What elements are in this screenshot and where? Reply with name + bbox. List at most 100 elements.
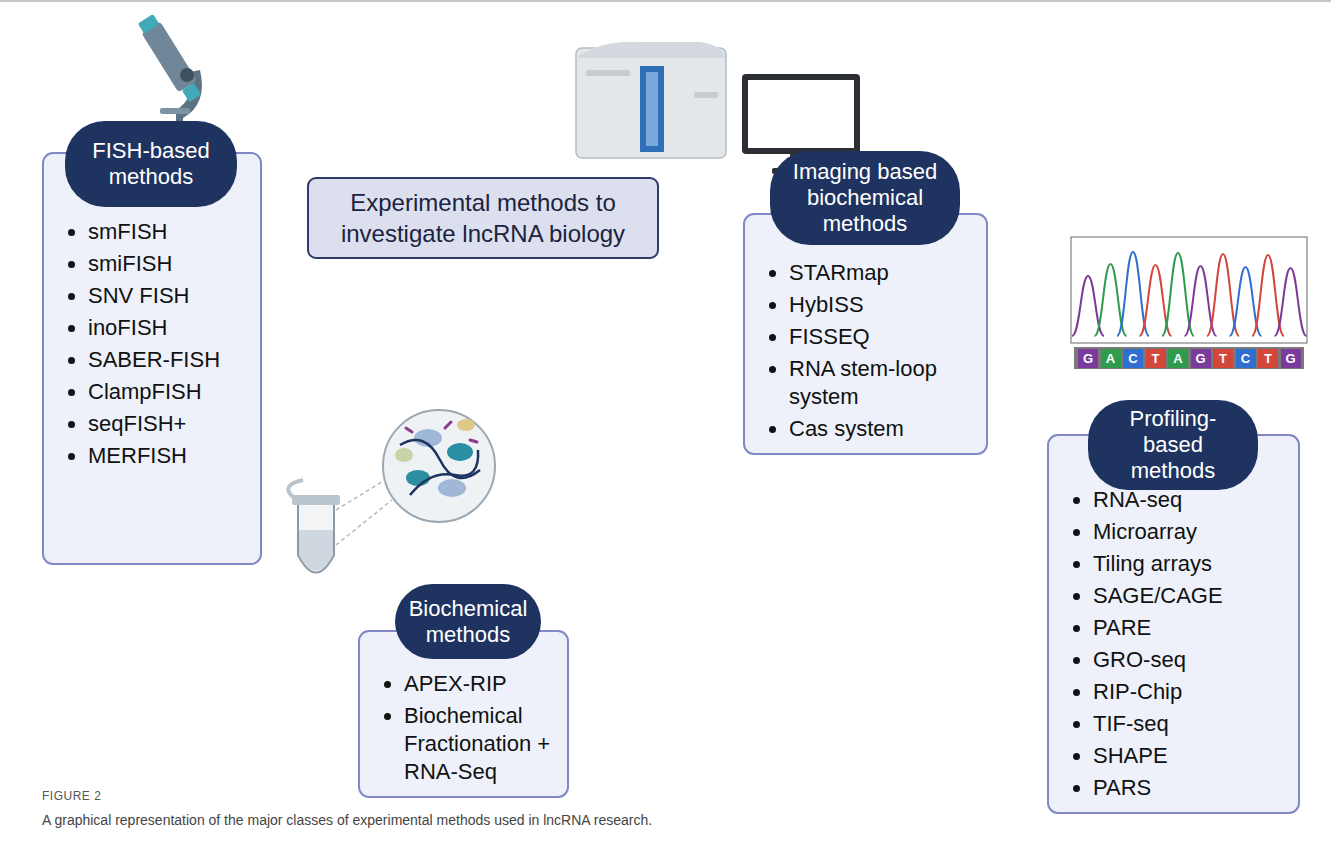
method-name: FISSEQ (789, 324, 870, 349)
chromatogram (1071, 237, 1307, 369)
sequence-base: G (1191, 349, 1211, 368)
sequence-base: A (1168, 349, 1188, 368)
method-name: PARE (1093, 615, 1151, 640)
method-name: MERFISH (88, 443, 187, 468)
bullet-dot (1073, 721, 1080, 728)
method-item: SABER-FISH (44, 346, 252, 374)
method-name: SABER-FISH (88, 347, 220, 372)
tube-illustration (288, 410, 495, 573)
method-item: Tiling arrays (1049, 550, 1290, 578)
bullet-dot (769, 302, 776, 309)
bullet-dot (68, 389, 75, 396)
method-name: SAGE/CAGE (1093, 583, 1223, 608)
method-item: RNA stem-loop system (745, 355, 978, 411)
method-name: APEX-RIP (404, 671, 507, 696)
method-item: PARE (1049, 614, 1290, 642)
method-item: APEX-RIP (360, 670, 559, 698)
bullet-dot (1073, 689, 1080, 696)
bullet-dot (769, 366, 776, 373)
sequence-base: C (1123, 349, 1143, 368)
method-item: HybISS (745, 291, 978, 319)
category-heading: Profiling-based methods (1100, 406, 1246, 484)
bullet-dot (1073, 625, 1080, 632)
bullet-dot (68, 357, 75, 364)
sequence-base: T (1213, 349, 1233, 368)
method-name: STARmap (789, 260, 889, 285)
title-box: Experimental methods to investigate lncR… (307, 177, 659, 259)
method-name: SHAPE (1093, 743, 1168, 768)
method-list: STARmapHybISS FISSEQ RNA stem-loop systemC… (745, 259, 986, 447)
method-item: Cas system (745, 415, 978, 443)
category-heading: Imaging based biochemical methods (782, 159, 948, 237)
bullet-dot (68, 261, 75, 268)
bullet-dot (1073, 529, 1080, 536)
method-name: SNV FISH (88, 283, 189, 308)
method-name: RNA stem-loop system (789, 356, 937, 409)
sequence-base: A (1101, 349, 1121, 368)
method-list-box: RNA-seqMicroarrayTiling arraysSAGE/CAGE P… (1047, 434, 1300, 814)
sequence-base: G (1078, 349, 1098, 368)
method-name: seqFISH+ (88, 411, 186, 436)
method-item: inoFISH (44, 314, 252, 342)
method-item: PARS (1049, 774, 1290, 802)
method-name: Cas system (789, 416, 904, 441)
method-name: smFISH (88, 219, 167, 244)
category-heading: Biochemical methods (407, 596, 529, 648)
method-item: STARmap (745, 259, 978, 287)
method-name: HybISS (789, 292, 864, 317)
method-item: FISSEQ (745, 323, 978, 351)
bullet-dot (384, 681, 391, 688)
method-name: Microarray (1093, 519, 1197, 544)
method-item: Biochemical Fractionation + RNA-Seq (360, 702, 559, 786)
method-name: PARS (1093, 775, 1151, 800)
method-item: SHAPE (1049, 742, 1290, 770)
method-list-box: STARmapHybISS FISSEQ RNA stem-loop systemC… (743, 213, 988, 455)
method-list: smFISH smiFISH SNV FISH inoFISH SABER-FISH Cl… (44, 218, 260, 474)
method-item: smFISH (44, 218, 252, 246)
bullet-dot (769, 270, 776, 277)
figure-number: FIGURE 2 (42, 789, 101, 803)
method-item: SNV FISH (44, 282, 252, 310)
bullet-dot (68, 229, 75, 236)
bullet-dot (769, 426, 776, 433)
bullet-dot (68, 325, 75, 332)
sequence-base: C (1236, 349, 1256, 368)
method-item: SAGE/CAGE (1049, 582, 1290, 610)
method-name: RNA-seq (1093, 487, 1182, 512)
method-item: MERFISH (44, 442, 252, 470)
bullet-dot (1073, 497, 1080, 504)
top-rule (0, 0, 1331, 2)
bullet-dot (68, 293, 75, 300)
method-list: RNA-seqMicroarrayTiling arraysSAGE/CAGE P… (1049, 486, 1298, 806)
method-name: smiFISH (88, 251, 172, 276)
method-name: TIF-seq (1093, 711, 1169, 736)
method-item: smiFISH (44, 250, 252, 278)
bullet-dot (1073, 561, 1080, 568)
method-name: Biochemical Fractionation + RNA-Seq (404, 703, 550, 784)
method-name: inoFISH (88, 315, 167, 340)
chromatogram-peak (1275, 268, 1307, 336)
category-pill: Biochemical methods (395, 584, 541, 659)
bullet-dot (1073, 593, 1080, 600)
category-pill: FISH-based methods (65, 121, 237, 207)
method-list-box: APEX-RIP Biochemical Fractionation + RNA-… (358, 630, 569, 798)
sequence-base: G (1281, 349, 1301, 368)
category-pill: Profiling-based methods (1088, 400, 1258, 490)
method-item: ClampFISH (44, 378, 252, 406)
sequence-base: T (1146, 349, 1166, 368)
bullet-dot (1073, 785, 1080, 792)
method-name: Tiling arrays (1093, 551, 1212, 576)
sequence-base: T (1258, 349, 1278, 368)
method-name: GRO-seq (1093, 647, 1186, 672)
bullet-dot (68, 421, 75, 428)
method-name: ClampFISH (88, 379, 202, 404)
bullet-dot (769, 334, 776, 341)
method-item: seqFISH+ (44, 410, 252, 438)
method-list: APEX-RIP Biochemical Fractionation + RNA-… (360, 670, 567, 790)
bullet-dot (1073, 657, 1080, 664)
method-item: GRO-seq (1049, 646, 1290, 674)
title-text: Experimental methods to investigate lncR… (323, 187, 643, 249)
category-heading: FISH-based methods (77, 138, 225, 190)
method-item: RNA-seq (1049, 486, 1290, 514)
bullet-dot (68, 453, 75, 460)
